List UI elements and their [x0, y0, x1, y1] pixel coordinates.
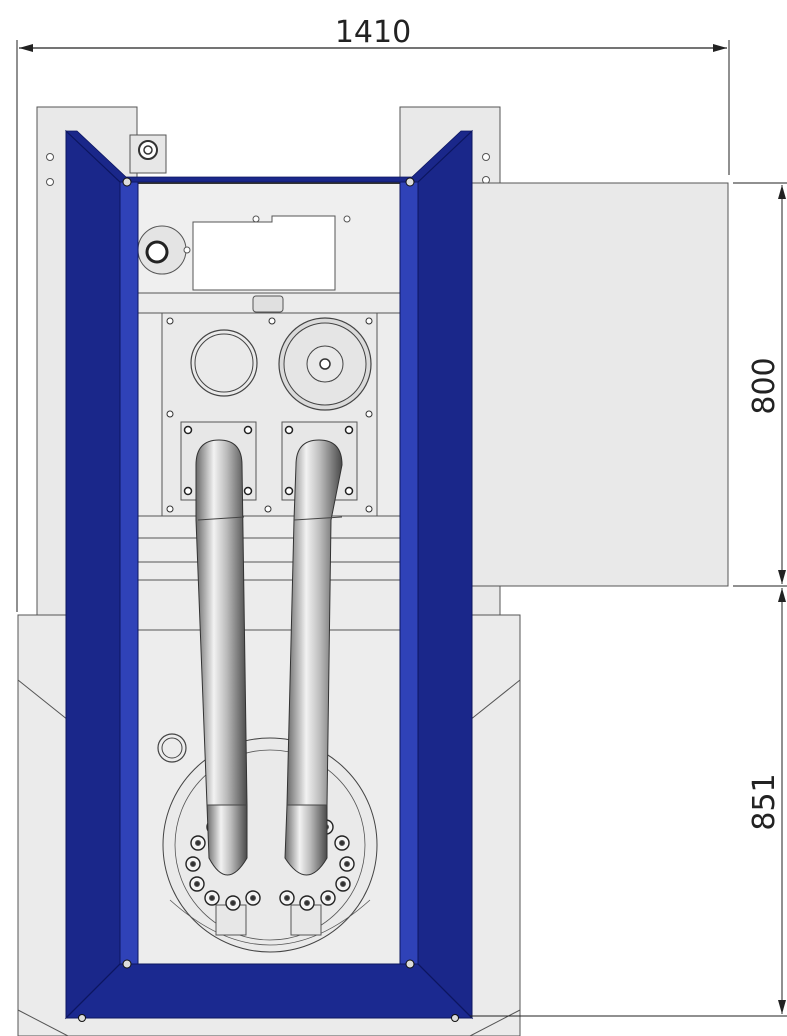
machine-body: [127, 134, 412, 974]
pipe-left: [195, 439, 248, 876]
width-dimension-label: 1410: [335, 15, 411, 50]
pipe-right: [284, 439, 343, 876]
width-dimension: 1410: [16, 15, 730, 612]
height-lower-dimension-label: 851: [747, 773, 782, 830]
height-upper-dimension-label: 800: [747, 357, 782, 414]
side-panel: [469, 182, 729, 587]
blue-frame: [64, 129, 474, 1022]
height-dimensions: [470, 182, 787, 1017]
